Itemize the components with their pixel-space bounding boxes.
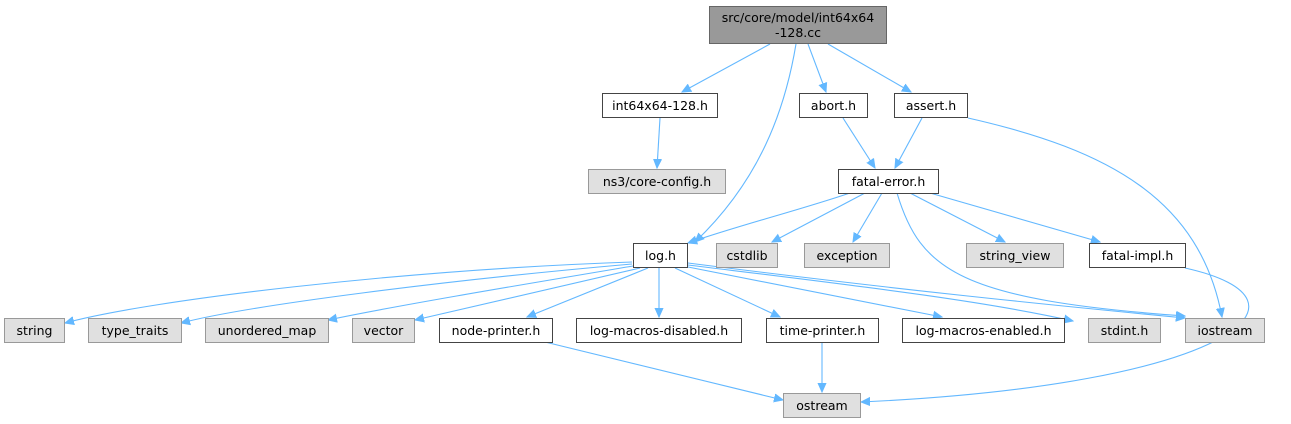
edge-node-printer-h-to-ostream — [544, 341, 783, 400]
node-cstdlib[interactable]: cstdlib — [716, 243, 778, 268]
node-int64x64-128-h[interactable]: int64x64-128.h — [602, 93, 718, 118]
edge-root-to-assert-h — [827, 43, 911, 92]
node-log-macros-disabled-h[interactable]: log-macros-disabled.h — [576, 318, 742, 343]
edge-log-h-to-iostream — [687, 262, 1185, 318]
edge-assert-h-to-iostream — [967, 117, 1222, 317]
edge-log-h-to-string — [65, 261, 633, 323]
node-iostream[interactable]: iostream — [1185, 318, 1265, 343]
edge-root-to-abort-h — [807, 43, 826, 92]
node-fatal-impl-h[interactable]: fatal-impl.h — [1089, 243, 1186, 268]
edge-log-h-to-vector — [415, 267, 641, 320]
edge-fatal-error-h-to-exception — [853, 192, 883, 242]
node-unordered-map[interactable]: unordered_map — [205, 318, 329, 343]
edge-log-h-to-log-macros-enabled-h — [687, 266, 942, 317]
node-log-h[interactable]: log.h — [633, 243, 688, 268]
node-ostream[interactable]: ostream — [783, 393, 861, 418]
edge-log-h-to-node-printer-h — [527, 267, 649, 317]
node-time-printer-h[interactable]: time-printer.h — [766, 318, 879, 343]
edge-root-to-int64x64-128-h — [682, 43, 771, 92]
node-stdint-h[interactable]: stdint.h — [1088, 318, 1161, 343]
edge-log-h-to-time-printer-h — [674, 267, 780, 317]
edge-root-to-log-h — [695, 43, 797, 242]
node-node-printer-h[interactable]: node-printer.h — [439, 318, 553, 343]
node-fatal-error-h[interactable]: fatal-error.h — [838, 169, 939, 194]
node-ns3-core-config-h[interactable]: ns3/core-config.h — [588, 169, 726, 194]
edge-int64x64-128-h-to-core-config — [657, 117, 660, 168]
root-file-node[interactable]: src/core/model/int64x64-128.cc — [709, 6, 887, 44]
edge-fatal-error-h-to-string-view — [909, 192, 1005, 242]
node-exception[interactable]: exception — [804, 243, 890, 268]
node-type-traits[interactable]: type_traits — [88, 318, 182, 343]
edge-fatal-error-h-to-iostream — [896, 192, 1185, 316]
node-string[interactable]: string — [4, 318, 65, 343]
edge-log-h-to-type-traits — [181, 263, 633, 323]
node-abort-h[interactable]: abort.h — [799, 93, 868, 118]
edge-log-h-to-unordered-map — [328, 265, 634, 320]
node-log-macros-enabled-h[interactable]: log-macros-enabled.h — [902, 318, 1065, 343]
edge-fatal-error-h-to-fatal-impl-h — [929, 192, 1100, 242]
node-string-view[interactable]: string_view — [966, 243, 1064, 268]
edge-fatal-error-h-to-log-h — [688, 192, 851, 243]
edge-assert-h-to-fatal-error-h — [895, 117, 923, 168]
node-vector[interactable]: vector — [352, 318, 415, 343]
edge-abort-h-to-fatal-error-h — [842, 117, 875, 168]
edge-fatal-error-h-to-cstdlib — [772, 192, 866, 242]
node-assert-h[interactable]: assert.h — [894, 93, 968, 118]
edge-log-h-to-stdint-h — [687, 264, 1073, 321]
